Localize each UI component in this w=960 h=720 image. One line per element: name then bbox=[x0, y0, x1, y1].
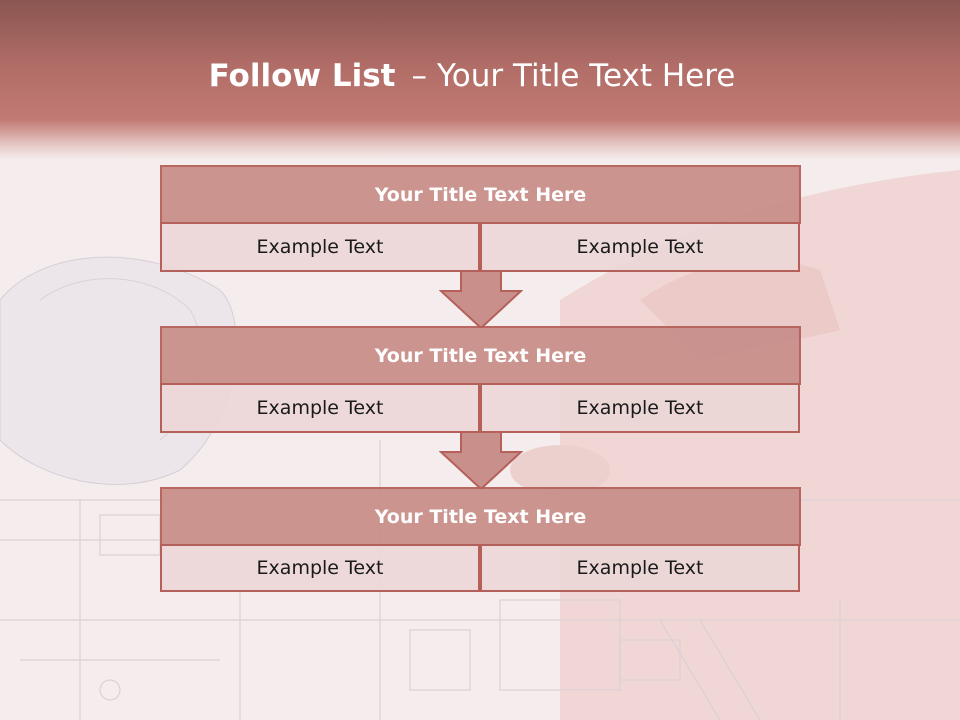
block-cell-right: Example Text bbox=[480, 383, 800, 433]
follow-block-2: Your Title Text Here Example Text Exampl… bbox=[160, 326, 801, 433]
follow-block-1: Your Title Text Here Example Text Exampl… bbox=[160, 165, 801, 272]
down-arrow-icon bbox=[439, 271, 523, 329]
slide-title-dash: – bbox=[411, 58, 427, 94]
block-cell-left: Example Text bbox=[160, 222, 480, 272]
slide-title-bold: Follow List bbox=[208, 58, 396, 94]
slide-title-rest: Your Title Text Here bbox=[436, 58, 736, 94]
slide-title: Follow List–Your Title Text Here bbox=[0, 52, 944, 100]
block-cell-right: Example Text bbox=[480, 222, 800, 272]
header-band bbox=[0, 0, 960, 160]
block-title: Your Title Text Here bbox=[160, 165, 801, 224]
block-cell-right: Example Text bbox=[480, 544, 800, 592]
block-cell-left: Example Text bbox=[160, 544, 480, 592]
block-title: Your Title Text Here bbox=[160, 487, 801, 546]
block-cell-left: Example Text bbox=[160, 383, 480, 433]
down-arrow-icon bbox=[439, 432, 523, 490]
follow-block-3: Your Title Text Here Example Text Exampl… bbox=[160, 487, 801, 594]
block-title: Your Title Text Here bbox=[160, 326, 801, 385]
